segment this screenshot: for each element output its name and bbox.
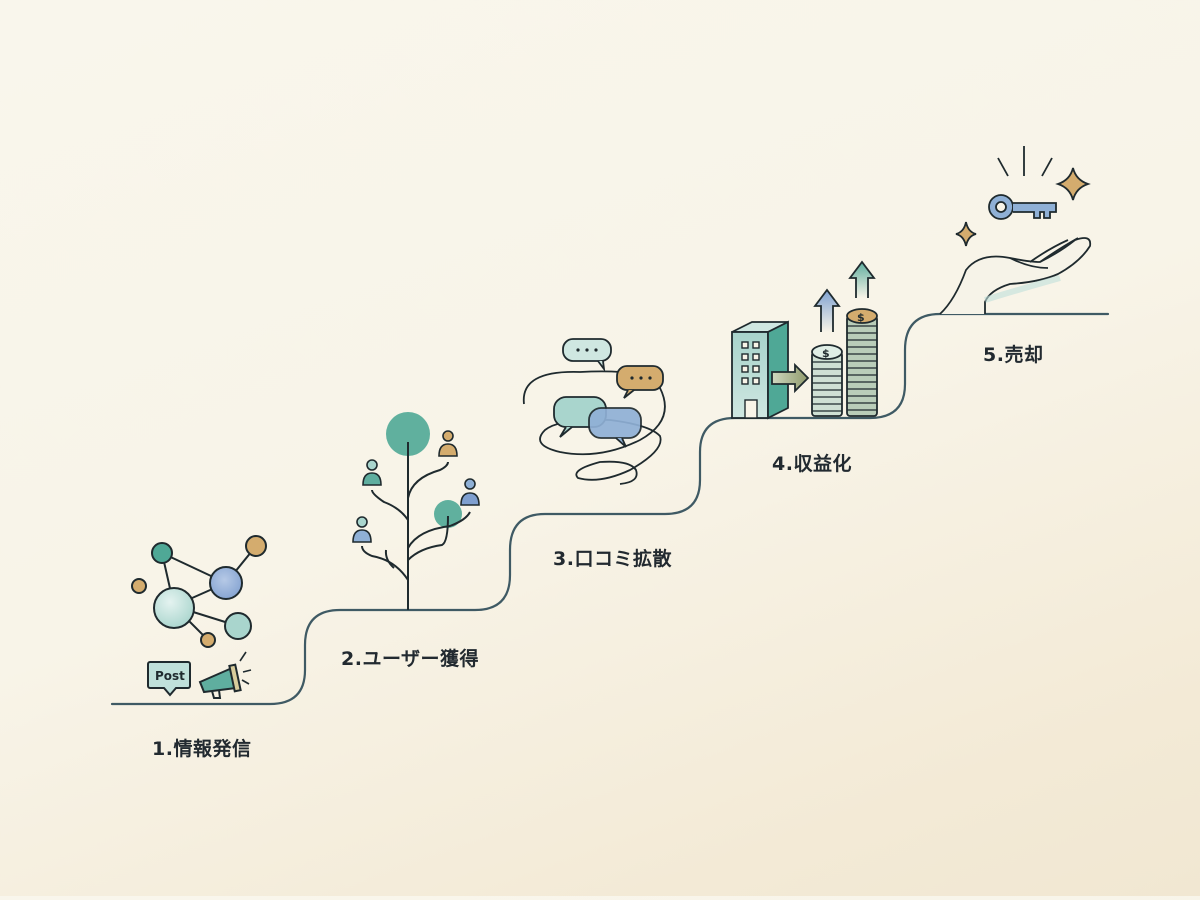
building-coins-icon: $ $ xyxy=(731,260,878,420)
svg-text:$: $ xyxy=(822,347,830,360)
step-1-label: 1.情報発信 xyxy=(152,738,252,760)
step-5-label: 5.売却 xyxy=(983,344,1044,366)
chat-bubbles-spiral-icon xyxy=(522,338,666,485)
user-tree-icon xyxy=(352,412,480,610)
step-2-label: 2.ユーザー獲得 xyxy=(341,648,480,670)
network-megaphone-icon xyxy=(131,535,267,699)
staircase-path xyxy=(110,312,1110,706)
hand-key-icon xyxy=(939,146,1092,315)
step-3-label: 3.口コミ拡散 xyxy=(553,548,672,570)
post-badge-text: Post xyxy=(155,669,185,683)
step-4-label: 4.収益化 xyxy=(772,453,852,475)
svg-text:$: $ xyxy=(857,311,865,324)
